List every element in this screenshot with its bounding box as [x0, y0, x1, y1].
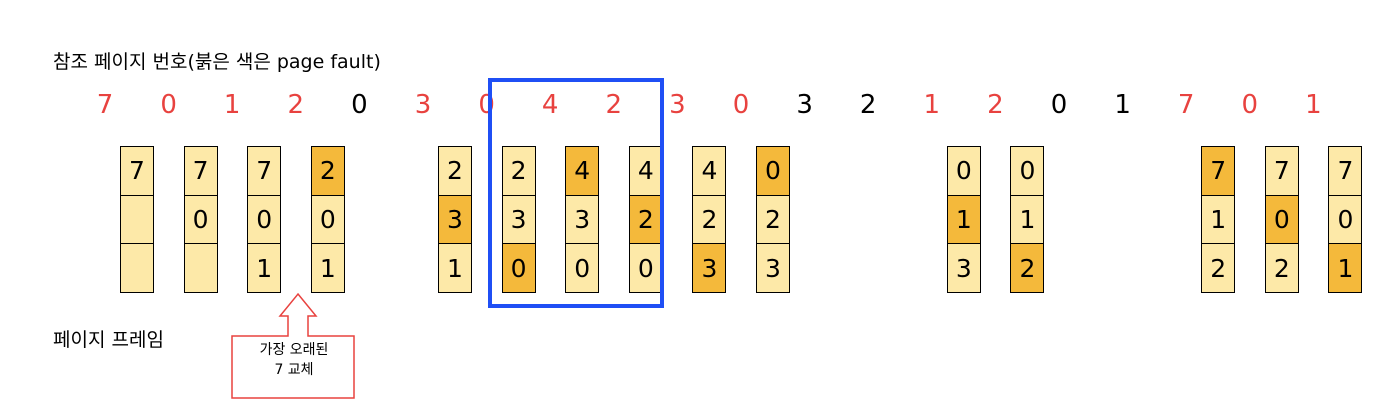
frame-cell: 2 [439, 147, 471, 195]
callout-line-2: 7 교체 [274, 362, 314, 378]
frame-cell: 4 [629, 147, 662, 195]
frame-cell: 0 [1011, 147, 1044, 195]
frame-cell: 0 [629, 243, 662, 293]
reference-page-16: 1 [1114, 90, 1131, 120]
page-frames-label: 페이지 프레임 [53, 329, 164, 351]
reference-page-18: 0 [1241, 90, 1259, 120]
frame-cell: 1 [311, 243, 344, 293]
reference-page-13: 1 [923, 90, 941, 120]
frame-cell: 0 [248, 194, 281, 244]
frame-cell [121, 243, 153, 293]
frame-cell: 1 [1329, 243, 1362, 293]
frame-column-0: 7 [120, 146, 154, 293]
frame-cell: 2 [311, 147, 344, 195]
frame-cell: 3 [566, 194, 599, 244]
frame-cell: 1 [1202, 194, 1235, 244]
up-arrow-callout-icon [231, 292, 355, 399]
frame-cell [121, 194, 153, 244]
reference-page-2: 1 [223, 90, 241, 120]
frame-cell: 7 [184, 147, 217, 195]
reference-page-9: 3 [669, 90, 686, 120]
frame-cell: 4 [693, 147, 726, 195]
reference-page-15: 0 [1050, 90, 1068, 120]
frame-cell: 2 [629, 194, 662, 244]
frame-cell: 0 [184, 194, 217, 244]
frame-cell: 4 [566, 147, 599, 195]
reference-page-11: 3 [796, 90, 813, 120]
frame-cell: 7 [121, 147, 153, 195]
frame-cell: 2 [1265, 243, 1298, 293]
reference-page-1: 0 [160, 90, 177, 120]
frame-cell: 7 [1202, 147, 1235, 195]
frame-cell: 3 [439, 194, 471, 244]
frame-cell: 2 [757, 194, 789, 244]
frame-cell: 0 [1329, 194, 1362, 244]
reference-page-17: 7 [1177, 90, 1195, 120]
frame-cell: 3 [947, 243, 980, 293]
frame-cell: 7 [1329, 147, 1362, 195]
reference-page-7: 4 [541, 90, 559, 120]
frame-cell: 0 [1265, 194, 1298, 244]
reference-page-14: 2 [987, 90, 1004, 120]
reference-page-4: 0 [351, 90, 368, 120]
frame-cell: 3 [757, 243, 789, 293]
reference-page-5: 3 [414, 90, 432, 120]
reference-page-0: 7 [96, 90, 114, 120]
reference-page-12: 2 [859, 90, 877, 120]
frame-cell: 0 [311, 194, 344, 244]
frame-cell [184, 243, 217, 293]
diagram-title: 참조 페이지 번호(붉은 색은 page fault) [53, 51, 381, 73]
frame-cell: 2 [502, 147, 535, 195]
frame-cell: 0 [566, 243, 599, 293]
frame-cell: 2 [693, 194, 726, 244]
frame-cell: 1 [1011, 194, 1044, 244]
frame-cell: 3 [693, 243, 726, 293]
highlight-window-box [488, 78, 664, 308]
frame-cell: 0 [502, 243, 535, 293]
frame-cell: 1 [439, 243, 471, 293]
frame-cell: 7 [248, 147, 281, 195]
frame-cell: 7 [1265, 147, 1298, 195]
frame-cell: 3 [502, 194, 535, 244]
reference-page-19: 1 [1305, 90, 1322, 120]
frame-cell: 2 [1202, 243, 1235, 293]
frame-cell: 2 [1011, 243, 1044, 293]
reference-page-3: 2 [287, 90, 305, 120]
frame-cell: 1 [947, 194, 980, 244]
callout-line-1: 가장 오래된 [259, 342, 329, 358]
callout-text: 가장 오래된 7 교체 [232, 340, 356, 380]
frame-cell: 0 [757, 147, 789, 195]
frame-cell: 1 [248, 243, 281, 293]
reference-page-8: 2 [605, 90, 623, 120]
frame-cell: 0 [947, 147, 980, 195]
reference-page-10: 0 [732, 90, 750, 120]
